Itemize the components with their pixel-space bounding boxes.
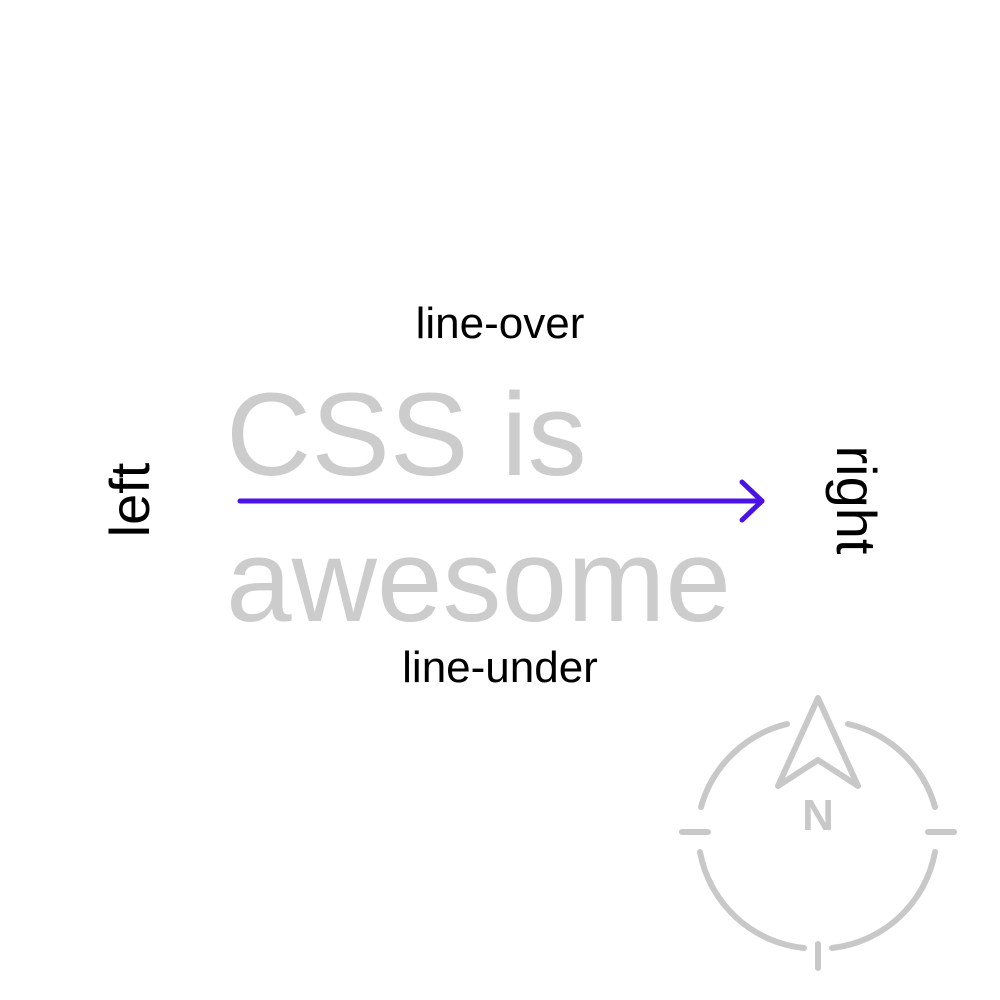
sample-text-line-2: awesome (226, 515, 732, 647)
label-left: left (98, 462, 161, 538)
right-arrow-icon (237, 479, 765, 523)
sample-text: CSS is awesome (226, 362, 786, 654)
sample-text-line-1: CSS is (226, 369, 587, 501)
compass-icon (679, 695, 957, 971)
compass-north-letter: N (802, 791, 834, 840)
label-line-over: line-over (415, 299, 585, 348)
label-right: right (825, 445, 888, 555)
label-line-under: line-under (402, 643, 598, 692)
